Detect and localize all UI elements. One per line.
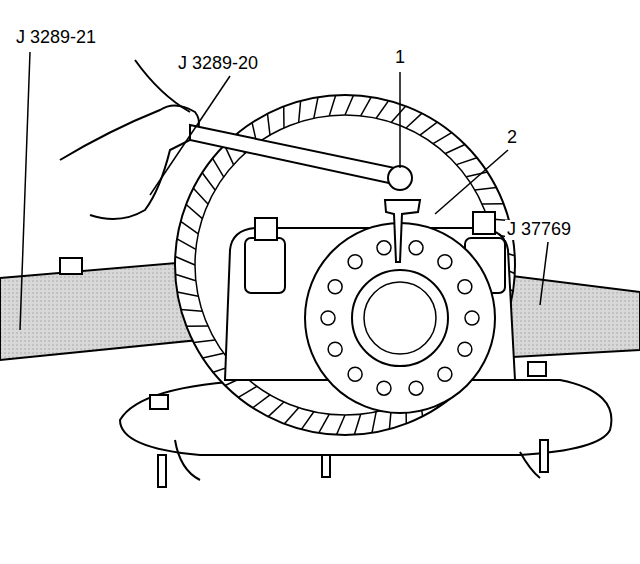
bolt-hole xyxy=(377,241,391,255)
gear-tooth xyxy=(194,340,215,343)
gear-tooth xyxy=(482,203,504,205)
bolt-hole xyxy=(328,342,342,356)
callout-number: 1 xyxy=(393,48,407,68)
gear-tooth xyxy=(175,257,195,265)
bolt-hole xyxy=(458,280,472,294)
gear-tooth xyxy=(361,97,372,116)
gear-tooth xyxy=(391,106,405,122)
gear-tooth xyxy=(213,158,224,177)
bolt-hole xyxy=(438,367,452,381)
bolt-hole xyxy=(465,311,479,325)
gear-tooth xyxy=(354,414,360,435)
gear-tooth xyxy=(329,95,335,116)
gear-tooth xyxy=(177,239,196,250)
gear-tooth xyxy=(284,408,298,424)
gear-tooth xyxy=(433,133,452,144)
gear-tooth xyxy=(267,114,270,135)
gear-tooth xyxy=(175,274,196,280)
bolt-holes xyxy=(321,241,479,395)
gear-tooth xyxy=(253,395,270,408)
gear-tooth xyxy=(475,187,496,190)
gear-tooth xyxy=(181,309,202,311)
gear-tooth xyxy=(268,402,284,417)
gear-tooth xyxy=(466,172,487,177)
gear-tooth xyxy=(177,292,198,296)
gear-tooth xyxy=(283,106,285,128)
gear-tooth xyxy=(337,415,345,435)
bolt-hole xyxy=(348,367,362,381)
gear-tooth xyxy=(314,97,318,118)
gear-tooth xyxy=(186,204,202,218)
gear-tooth xyxy=(420,122,437,135)
indicator-arm xyxy=(190,125,398,185)
gear-tooth xyxy=(456,158,476,165)
gear-tooth xyxy=(372,412,376,433)
gear-tooth xyxy=(238,386,257,397)
gear-teeth xyxy=(175,95,515,435)
gear-tooth xyxy=(445,145,465,154)
ring-gear xyxy=(175,95,515,435)
gear-tooth xyxy=(406,113,422,128)
bolt-hole xyxy=(328,280,342,294)
gear-tooth xyxy=(186,325,208,327)
gear-tooth xyxy=(301,412,313,430)
tool-label: J 37769 xyxy=(505,220,573,240)
bolt-hole xyxy=(409,381,423,395)
gear-tooth xyxy=(299,101,301,122)
bolt-hole xyxy=(409,241,423,255)
gear-tooth xyxy=(376,101,388,119)
callout-number: 2 xyxy=(505,128,519,148)
bolt-hole xyxy=(321,311,335,325)
gear-tooth xyxy=(193,188,208,204)
bolt-hole xyxy=(438,255,452,269)
bolt-hole xyxy=(458,342,472,356)
gear-tooth xyxy=(202,173,215,190)
gear-tooth xyxy=(203,353,224,358)
bolt xyxy=(60,258,82,274)
gear-tooth xyxy=(345,95,353,115)
gear-tooth xyxy=(181,221,199,233)
gear-tooth xyxy=(319,414,330,433)
bolt-hole xyxy=(377,381,391,395)
indicator-tip xyxy=(385,200,420,262)
housing-edge xyxy=(175,440,540,480)
bolt-hole xyxy=(348,255,362,269)
tool-label: J 3289-20 xyxy=(176,54,260,74)
hand xyxy=(60,105,199,219)
tool-label: J 3289-21 xyxy=(14,28,98,48)
leader-lines xyxy=(20,52,548,330)
